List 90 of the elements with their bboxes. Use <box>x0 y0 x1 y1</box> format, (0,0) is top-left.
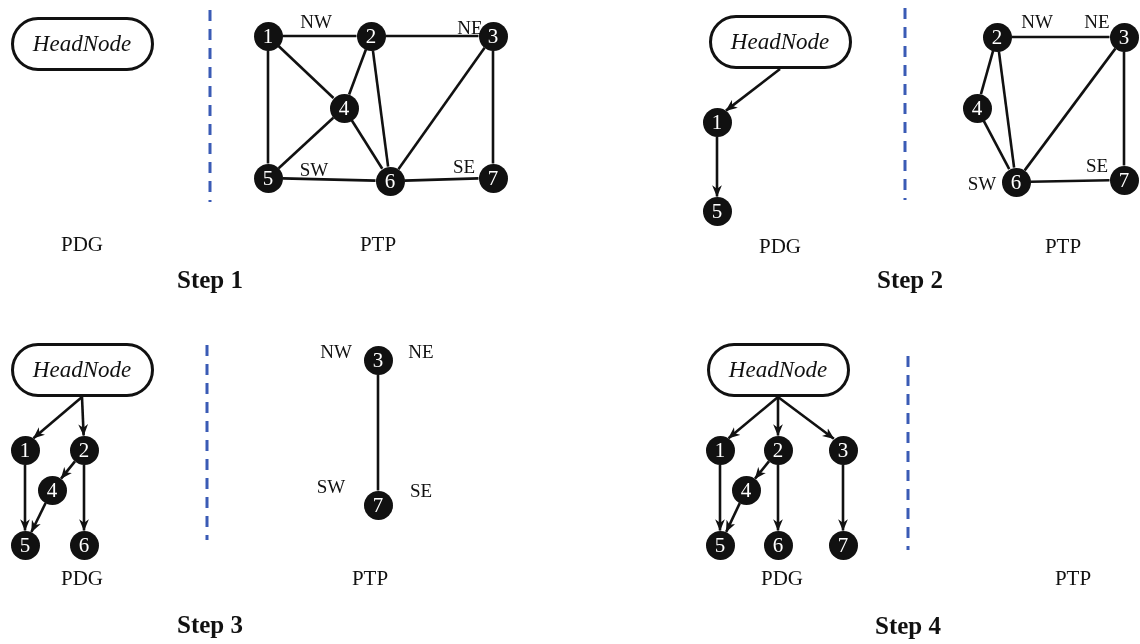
head-node-box: HeadNode <box>708 15 852 69</box>
step-title: Step 4 <box>875 612 941 640</box>
arrow <box>20 464 30 531</box>
arrow <box>754 460 770 480</box>
vertex-circle: 5 <box>705 530 735 560</box>
vertex-circle: 3 <box>363 345 393 375</box>
arrow <box>79 464 89 531</box>
vertex-circle: 6 <box>375 166 405 196</box>
connector-line <box>385 34 479 38</box>
vertex-circle: 4 <box>962 93 992 123</box>
step-title: Step 3 <box>177 611 243 639</box>
arrow <box>838 464 848 531</box>
vertex-circle: 5 <box>702 196 732 226</box>
connector-line <box>982 120 1011 170</box>
vertex-circle: 4 <box>329 93 359 123</box>
vertex-circle: 2 <box>982 22 1012 52</box>
arrow <box>715 464 725 531</box>
vertex-circle: 7 <box>363 490 393 520</box>
vertex-circle: 1 <box>702 107 732 137</box>
arrow <box>725 502 741 533</box>
vertex-circle: 6 <box>69 530 99 560</box>
connector-line <box>1122 51 1126 166</box>
arrow <box>773 397 783 436</box>
panel-label: PTP <box>359 231 397 257</box>
panel-label: PTP <box>1044 233 1082 259</box>
connector-line <box>404 177 479 182</box>
connector-line <box>376 374 380 491</box>
vertex-circle: 3 <box>1109 22 1139 52</box>
vertex-circle: 5 <box>253 163 283 193</box>
connector-line <box>491 50 495 164</box>
arrow <box>725 67 781 112</box>
arrow <box>32 396 83 440</box>
step-title: Step 2 <box>877 266 943 294</box>
connector-line <box>266 50 270 164</box>
panel-label: PDG <box>61 231 103 257</box>
vertex-circle: 1 <box>705 435 735 465</box>
connector-line <box>347 49 368 95</box>
connector-line <box>371 50 390 167</box>
head-node-box: HeadNode <box>706 343 850 397</box>
arrow <box>777 395 835 440</box>
direction-label: SE <box>1085 155 1109 177</box>
vertex-circle: 4 <box>731 475 761 505</box>
vertex-circle: 6 <box>1001 167 1031 197</box>
vertex-circle: 6 <box>763 530 793 560</box>
direction-label: SE <box>409 480 433 502</box>
connector-line <box>1011 35 1110 39</box>
connector-line <box>277 116 335 170</box>
vertex-circle: 1 <box>10 435 40 465</box>
panel-label: PDG <box>759 233 801 259</box>
vertex-circle: 2 <box>356 21 386 51</box>
vertex-circle: 1 <box>253 21 283 51</box>
direction-label: NE <box>1084 11 1110 33</box>
arrow <box>30 502 47 533</box>
vertex-circle: 5 <box>10 530 40 560</box>
panel-label: PDG <box>761 565 803 591</box>
head-node-box: HeadNode <box>10 343 154 397</box>
vertex-circle: 3 <box>828 435 858 465</box>
connector-line <box>282 177 376 182</box>
arrow <box>773 464 783 531</box>
vertex-circle: 7 <box>828 530 858 560</box>
vertex-circle: 2 <box>763 435 793 465</box>
direction-label: NW <box>1021 11 1053 33</box>
direction-label: NW <box>320 341 352 363</box>
connector-line <box>282 34 357 38</box>
panel-label: PTP <box>351 565 389 591</box>
arrow <box>712 136 722 197</box>
direction-label: NW <box>300 11 332 33</box>
direction-label: NE <box>408 341 434 363</box>
connector-line <box>277 45 335 99</box>
direction-label: SW <box>316 476 346 498</box>
vertex-circle: 7 <box>478 163 508 193</box>
arrow <box>60 460 76 480</box>
arrow <box>727 396 779 440</box>
panel-label: PTP <box>1054 565 1092 591</box>
connector-line <box>350 119 384 170</box>
panel-label: PDG <box>61 565 103 591</box>
connector-line <box>1030 178 1110 184</box>
connector-line <box>997 51 1016 168</box>
vertex-circle: 2 <box>69 435 99 465</box>
vertex-circle: 7 <box>1109 165 1139 195</box>
connector-line <box>397 47 486 170</box>
step-title: Step 1 <box>177 266 243 294</box>
direction-label: SW <box>967 173 997 195</box>
vertex-circle: 4 <box>37 475 67 505</box>
head-node-box: HeadNode <box>10 17 154 71</box>
connector-line <box>979 50 995 95</box>
direction-label: SE <box>452 156 476 178</box>
direction-label: SW <box>299 159 329 181</box>
arrow <box>78 396 89 436</box>
connector-line <box>1023 47 1117 172</box>
